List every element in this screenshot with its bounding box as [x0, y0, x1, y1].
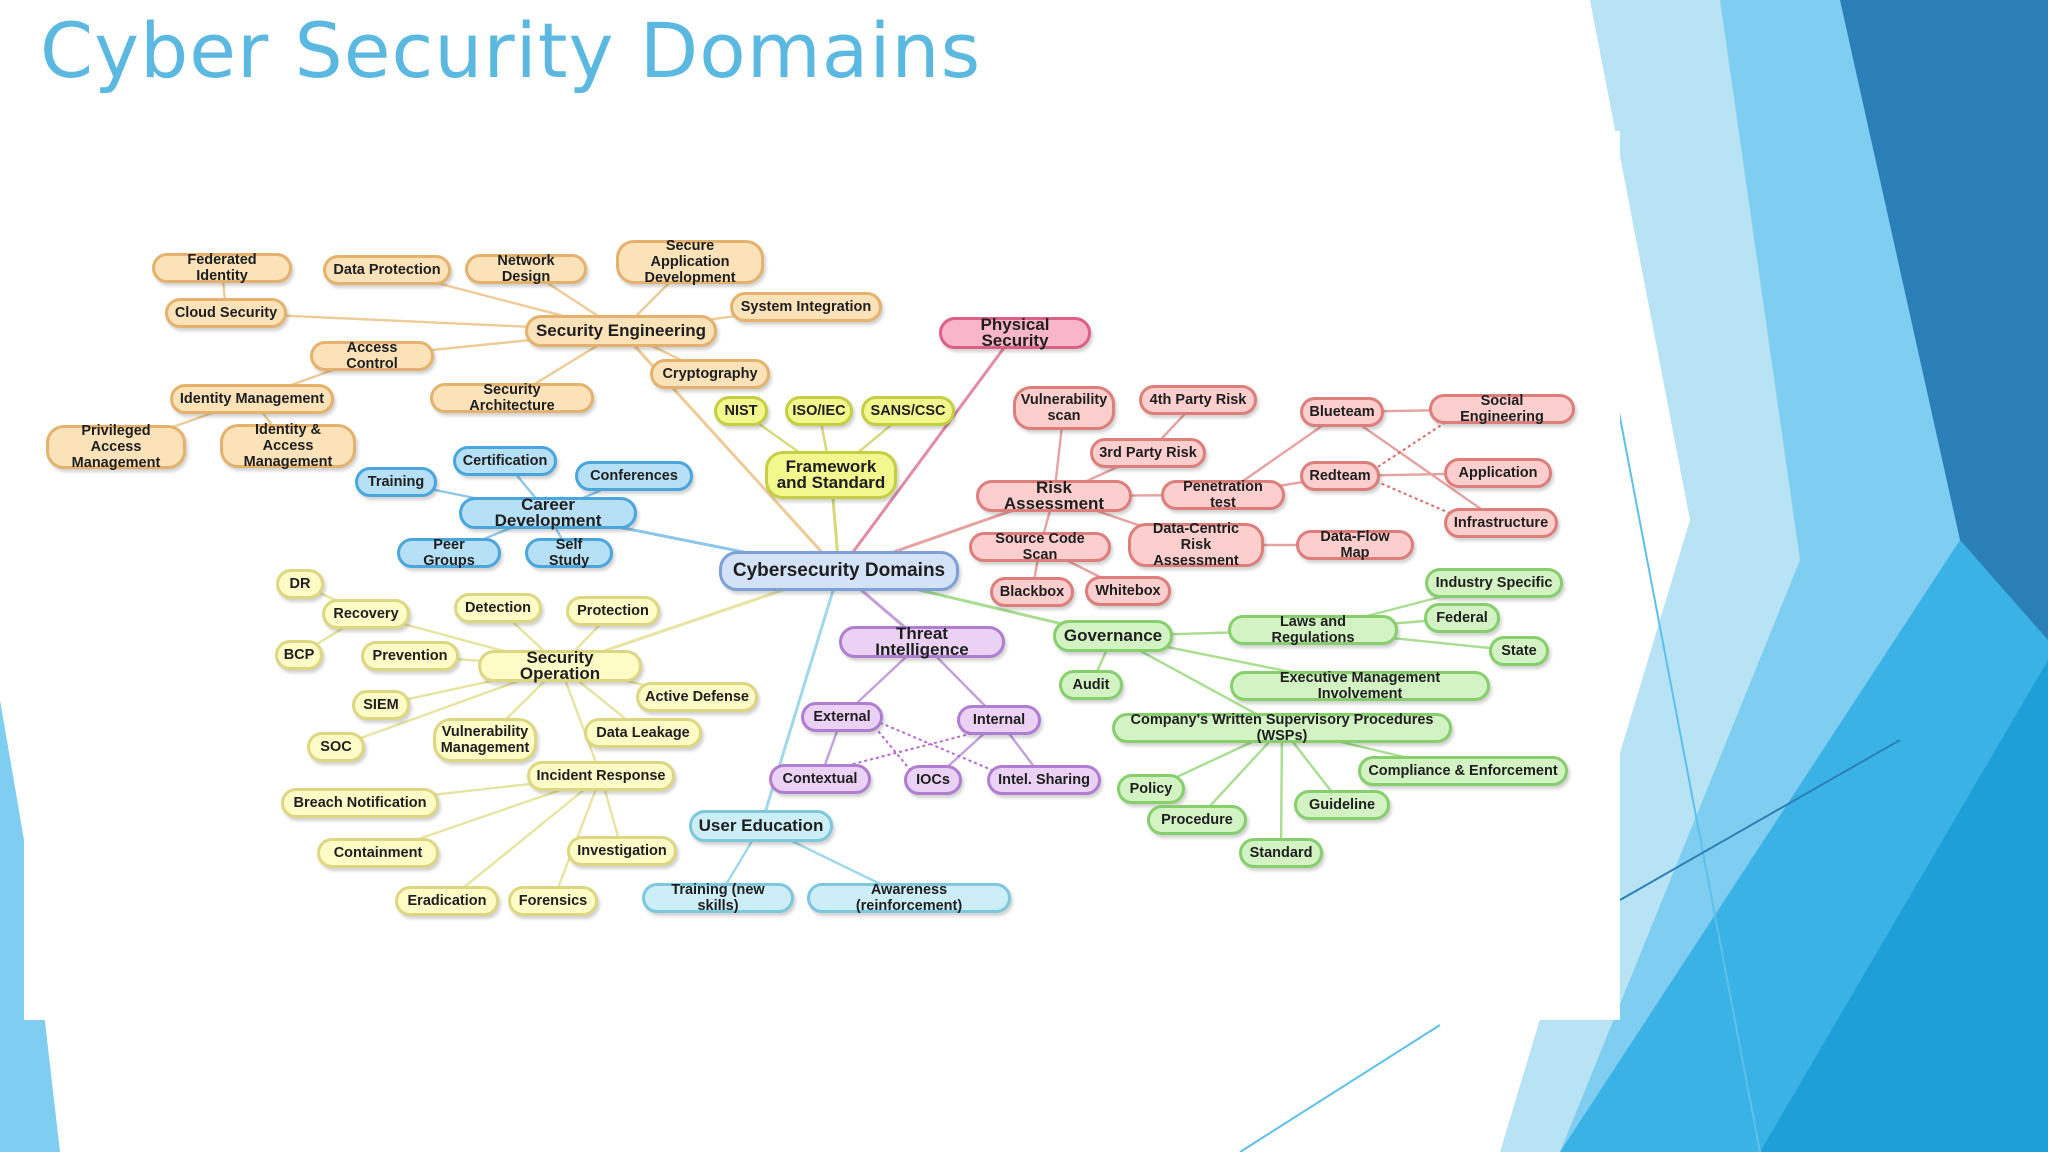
node-so-dr: DR: [276, 569, 324, 599]
node-ra-vs: Vulnerability scan: [1013, 386, 1115, 430]
node-fs: Framework and Standard: [765, 451, 897, 499]
node-ra-dcr: Data-Centric Risk Assessment: [1128, 521, 1264, 569]
node-gv-gl: Guideline: [1294, 790, 1390, 820]
node-se-iam: Identity & Access Management: [220, 422, 356, 470]
node-so-inv: Investigation: [567, 836, 677, 866]
link-gv_std: [1279, 726, 1284, 855]
node-so-for: Forensics: [508, 886, 598, 916]
node-cd: Career Development: [459, 496, 637, 529]
node-so-pro: Protection: [566, 596, 660, 626]
node-root: Cybersecurity Domains: [719, 551, 959, 591]
node-gv-proc: Procedure: [1147, 805, 1247, 835]
node-gv-pol: Policy: [1117, 774, 1185, 804]
node-ti-ioc: IOCs: [904, 765, 962, 795]
node-se-ac: Access Control: [310, 340, 434, 372]
node-ue-tr: Training (new skills): [642, 882, 794, 914]
node-so-bcp: BCP: [275, 640, 323, 670]
node-fs-nist: NIST: [714, 396, 768, 426]
link-so_ir: [558, 664, 603, 778]
node-se-fi: Federated Identity: [152, 252, 292, 284]
node-ti-int: Internal: [957, 705, 1041, 735]
node-fs-iso: ISO/IEC: [785, 396, 853, 426]
node-ra-app: Application: [1444, 458, 1552, 488]
node-ti-ctx: Contextual: [769, 764, 871, 794]
node-so-det: Detection: [454, 593, 542, 623]
node-ps: Physical Security: [939, 316, 1091, 349]
node-ti-is: Intel. Sharing: [987, 765, 1101, 795]
node-se-im: Identity Management: [170, 384, 334, 414]
node-ra-rt: Redteam: [1300, 461, 1380, 491]
node-ra-4p: 4th Party Risk: [1139, 385, 1257, 415]
decor-line-1: [1239, 1024, 1441, 1152]
slide-title: Cyber Security Domains: [40, 6, 982, 95]
node-so-siem: SIEM: [352, 690, 410, 720]
mindmap-panel: Cybersecurity Domains Security Engineerin…: [24, 131, 1620, 1020]
node-ra-dfm: Data-Flow Map: [1296, 529, 1414, 561]
node-so-dl: Data Leakage: [584, 718, 702, 748]
link-gv_proc: [1195, 726, 1284, 822]
node-ue-aw: Awareness (reinforcement): [807, 882, 1011, 914]
node-ra-inf: Infrastructure: [1444, 508, 1558, 538]
node-so-era: Eradication: [395, 886, 499, 916]
link-ps: [837, 331, 1017, 573]
node-ra-wb: Whitebox: [1085, 576, 1171, 606]
node-se-cs: Cloud Security: [165, 298, 287, 328]
node-ra-pt: Penetration test: [1161, 479, 1285, 511]
node-ti: Threat Intelligence: [839, 625, 1005, 658]
node-cd-cert: Certification: [453, 446, 557, 476]
node-se-si: System Integration: [730, 292, 882, 322]
node-so-rec: Recovery: [322, 599, 410, 629]
node-ra-bt: Blueteam: [1300, 397, 1384, 427]
node-fs-sans: SANS/CSC: [861, 396, 955, 426]
node-so-con: Containment: [317, 838, 439, 868]
node-se-dp: Data Protection: [323, 255, 451, 285]
node-ra-se: Social Engineering: [1429, 393, 1575, 425]
node-cd-conf: Conferences: [575, 461, 693, 491]
node-cd-tr: Training: [355, 467, 437, 497]
node-se: Security Engineering: [525, 315, 717, 347]
node-se-pam: Privileged Access Management: [46, 423, 186, 471]
node-gv-ce: Compliance & Enforcement: [1358, 756, 1568, 786]
node-gv-lr: Laws and Regulations: [1228, 614, 1398, 646]
node-se-cr: Cryptography: [650, 359, 770, 389]
node-ti-ext: External: [801, 702, 883, 732]
node-ra-scs: Source Code Scan: [969, 531, 1111, 563]
node-gv-st: State: [1489, 636, 1549, 666]
node-cd-ss: Self Study: [525, 537, 613, 569]
node-so: Security Operation: [478, 649, 642, 682]
node-so-soc: SOC: [307, 732, 365, 762]
node-ra-3p: 3rd Party Risk: [1090, 438, 1206, 468]
node-gv-au: Audit: [1059, 670, 1123, 700]
node-gv-is: Industry Specific: [1425, 568, 1563, 598]
decor-line-3: [1619, 739, 1901, 901]
decor-panel-deep: [1760, 660, 2048, 1152]
node-se-sad: Secure Application Development: [616, 238, 764, 286]
node-gv-wsp: Company's Written Supervisory Procedures…: [1112, 712, 1452, 744]
node-se-sa: Security Architecture: [430, 382, 594, 414]
node-so-prev: Prevention: [361, 641, 459, 671]
node-ue: User Education: [689, 810, 833, 842]
node-so-ir: Incident Response: [527, 761, 675, 791]
link-ra_inf: [1340, 410, 1503, 525]
node-so-vm: Vulnerability Management: [433, 718, 537, 762]
node-gv: Governance: [1053, 620, 1173, 652]
node-ra: Risk Assessment: [976, 479, 1132, 512]
node-cd-pg: Peer Groups: [397, 537, 501, 569]
node-gv-std: Standard: [1239, 838, 1323, 868]
node-so-bn: Breach Notification: [281, 788, 439, 818]
node-se-nd: Network Design: [465, 253, 587, 285]
node-gv-emi: Executive Management Involvement: [1230, 670, 1490, 702]
link-so_era: [445, 774, 603, 903]
node-ra-bb: Blackbox: [990, 577, 1074, 607]
node-gv-fed: Federal: [1424, 603, 1500, 633]
node-so-ad: Active Defense: [636, 682, 758, 712]
